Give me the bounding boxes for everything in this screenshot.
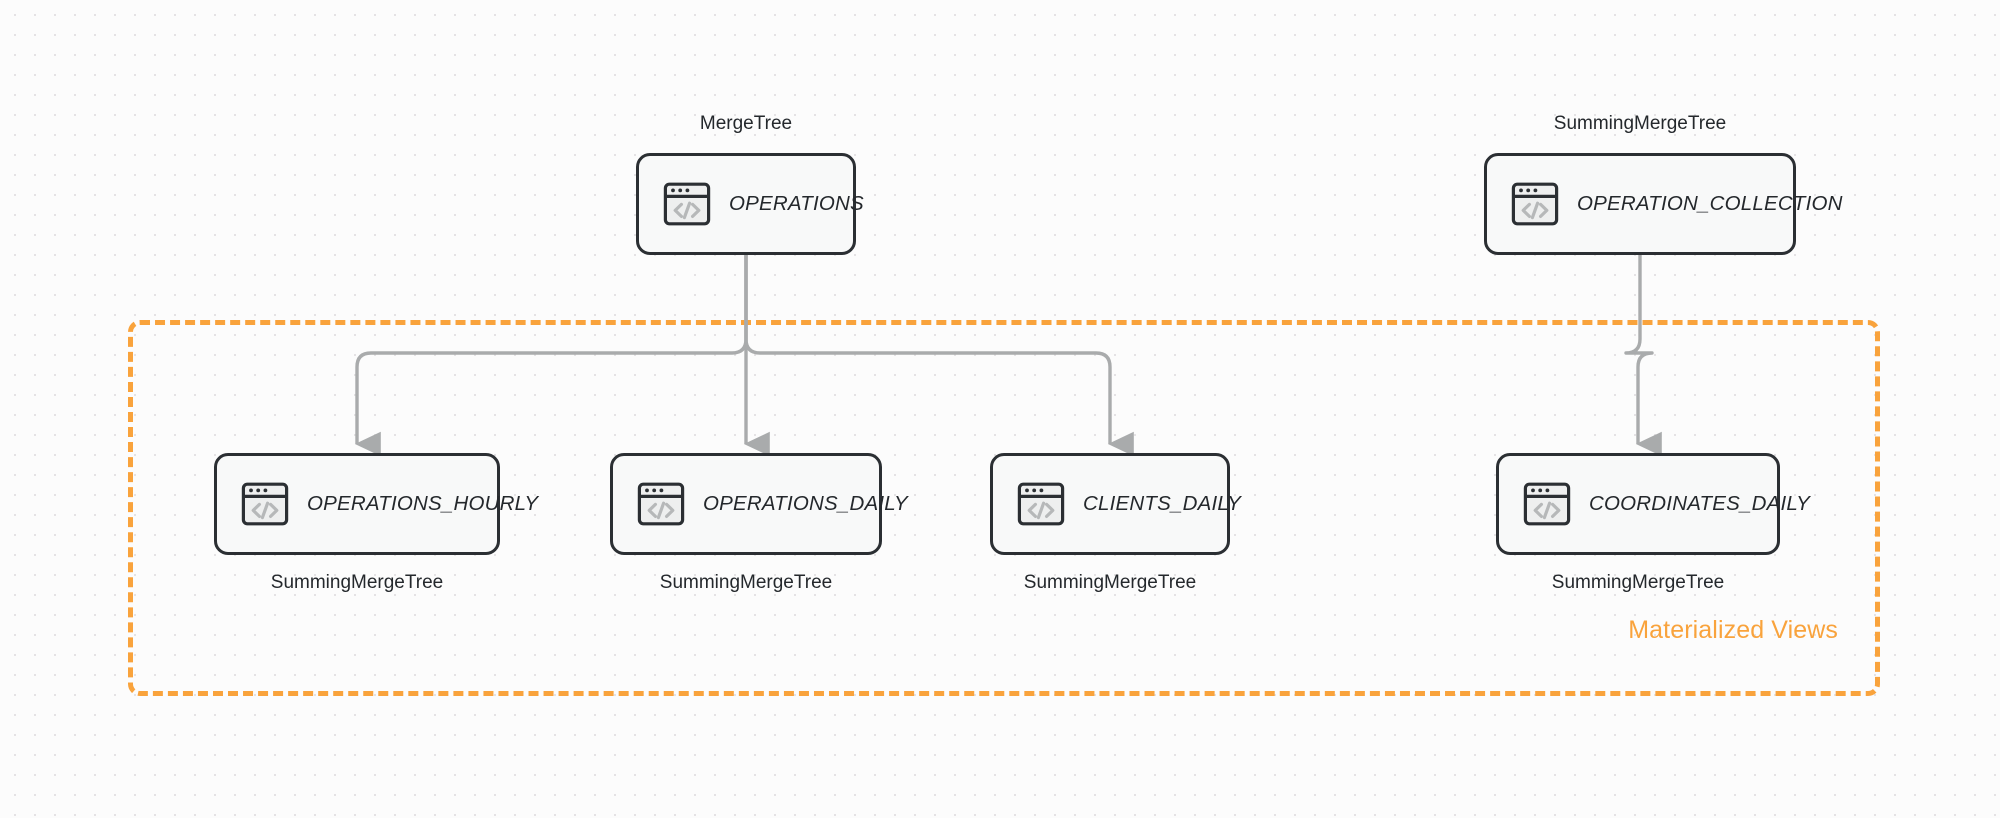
node-label: OPERATIONS_HOURLY	[307, 492, 539, 515]
code-window-icon	[1522, 479, 1572, 529]
engine-caption-operations_daily: SummingMergeTree	[659, 572, 833, 593]
code-window-icon	[636, 479, 686, 529]
materialized-views-group-label: Materialized Views	[1628, 616, 1838, 644]
node-clients_daily[interactable]: CLIENTS_DAILY	[990, 453, 1241, 555]
node-label: CLIENTS_DAILY	[1083, 492, 1241, 515]
node-label: OPERATION_COLLECTION	[1577, 192, 1843, 215]
code-window-icon	[1016, 479, 1066, 529]
engine-caption-operation_collection: SummingMergeTree	[1553, 113, 1727, 134]
code-window-icon	[240, 479, 290, 529]
code-window-icon	[662, 179, 712, 229]
code-window-icon	[1510, 179, 1560, 229]
node-operations_daily[interactable]: OPERATIONS_DAILY	[610, 453, 908, 555]
node-operations_hourly[interactable]: OPERATIONS_HOURLY	[214, 453, 538, 555]
node-coordinates_daily[interactable]: COORDINATES_DAILY	[1496, 453, 1810, 555]
node-label: OPERATIONS_DAILY	[703, 492, 908, 515]
engine-caption-clients_daily: SummingMergeTree	[1023, 572, 1197, 593]
engine-caption-coordinates_daily: SummingMergeTree	[1551, 572, 1725, 593]
node-operation_collection[interactable]: OPERATION_COLLECTION	[1484, 153, 1842, 255]
node-label: OPERATIONS	[729, 192, 864, 215]
engine-caption-operations_hourly: SummingMergeTree	[270, 572, 444, 593]
node-operations[interactable]: OPERATIONS	[636, 153, 864, 255]
engine-caption-operations: MergeTree	[699, 113, 793, 134]
node-label: COORDINATES_DAILY	[1589, 492, 1810, 515]
